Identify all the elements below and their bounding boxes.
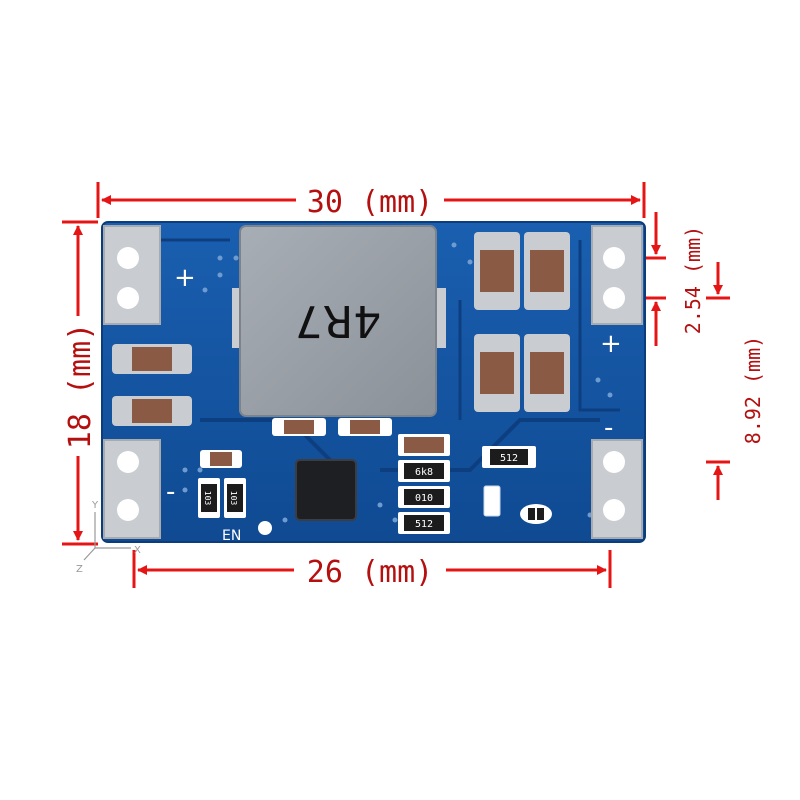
input-capacitors	[112, 344, 192, 426]
resistor-103-b-label: 103	[229, 491, 238, 506]
dimension-width	[96, 182, 646, 218]
silk-en-label: EN	[222, 528, 241, 544]
dimension-pin-offset	[706, 262, 730, 500]
axis-y-label: Y	[91, 500, 99, 511]
hole-span-dimension-label: 26 (mm)	[307, 555, 433, 590]
silk-minus-left: -	[166, 477, 175, 507]
controller-ic	[295, 459, 357, 521]
bootstrap-capacitors	[200, 418, 392, 468]
dimension-height	[62, 220, 98, 546]
pin-offset-dimension-label: 8.92 (mm)	[741, 336, 765, 444]
status-led	[483, 485, 501, 517]
pin-pitch-dimension-label: 2.54 (mm)	[681, 226, 705, 334]
silk-plus-right: +	[600, 329, 622, 359]
axis-gizmo	[83, 512, 131, 561]
silk-minus-right: -	[604, 413, 613, 443]
silk-plus-left: +	[174, 263, 196, 293]
dimension-pin-pitch	[646, 212, 666, 346]
test-pad	[520, 504, 552, 524]
inductor-4r7: 4R7	[232, 225, 446, 417]
axis-z-label: Z	[76, 564, 83, 575]
inductor-marking: 4R7	[295, 295, 382, 346]
axis-x-label: X	[134, 545, 141, 556]
resistor-512-b-label: 512	[500, 453, 518, 464]
resistor-010-label: 010	[415, 493, 433, 504]
resistor-6k8-label: 6k8	[415, 467, 433, 478]
right-output-pads	[591, 225, 643, 539]
width-dimension-label: 30 (mm)	[307, 185, 433, 220]
resistor-512-a-label: 512	[415, 519, 433, 530]
resistors: 103 103 6k8 010 512 512	[198, 434, 536, 534]
dimension-hole-span	[132, 550, 612, 588]
output-capacitors	[474, 232, 570, 412]
en-pad	[258, 521, 272, 535]
left-input-pads	[103, 225, 161, 539]
height-dimension-label: 18 (mm)	[63, 323, 98, 449]
resistor-103-label: 103	[203, 491, 212, 506]
